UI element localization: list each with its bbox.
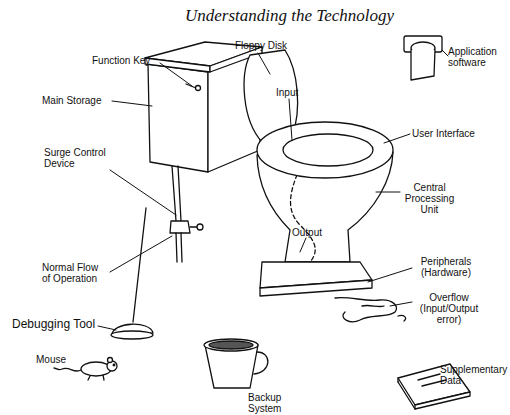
part-label: Peripherals (Hardware) [410,256,482,278]
shutoff-valve [170,221,190,233]
supply-pipe [178,166,181,221]
book-edge [398,382,415,409]
part-label: Normal Flow of Operation [42,262,108,284]
toilet-base-edge [260,280,372,296]
mouse-body [81,362,111,376]
valve-knob [197,224,203,230]
mouse-leg [103,375,104,380]
flush-handle [186,84,196,88]
mouse-leg [88,376,90,380]
leader-line [376,192,400,193]
leader-line [110,170,176,215]
leader-line [112,101,152,106]
tank-lid-edge [145,58,210,72]
part-label: Application software [448,46,506,68]
mouse-eye [113,364,115,366]
part-label: Output [292,227,332,238]
bucket-contents [209,341,253,349]
part-label: Central Processing Unit [402,182,457,215]
floor-pipe [181,233,182,262]
leader-line [289,99,292,140]
leader-line [98,326,116,330]
leader-line [300,238,306,252]
bucket-rim [204,339,258,351]
mouse-ear [108,358,113,363]
leader-line [384,134,410,143]
leader-line [160,63,192,86]
floor-pipe [176,233,177,262]
part-label: Debugging Tool [12,318,102,331]
plunger-rim [111,331,153,339]
book-lines [418,374,440,380]
part-label: Backup System [248,392,308,414]
overflow-puddle [362,305,384,306]
bucket-handle [254,352,268,374]
part-label: Floppy Disk [226,40,296,51]
flush-handle-knob [196,86,201,91]
part-label: Function Key [92,55,162,66]
diagram-title: Understanding the Technology [185,6,394,26]
overflow-puddle [335,298,397,322]
leader-line [442,50,448,56]
bowl-opening [283,134,373,166]
toilet-seat [257,122,393,178]
leader-line [368,268,412,282]
book-pages [415,392,470,409]
leader-line [390,302,412,306]
part-label: Overflow (Input/Output error) [410,292,488,325]
overflow-splash [398,315,406,321]
leader-line [110,236,172,272]
trap-outline [291,168,316,262]
part-label: Surge Control Device [44,147,114,169]
paper-sheet [411,50,435,80]
leader-lines [98,50,448,330]
part-label: Supplementary Data [440,364,510,386]
part-label: Mouse [36,354,76,365]
mouse-tail [54,368,81,371]
leader-line [258,53,270,74]
part-label: User Interface [412,128,507,139]
part-label: Input [276,87,311,98]
tank-front [148,64,208,172]
part-label: Main Storage [42,95,112,106]
plunger-handle [133,208,146,322]
